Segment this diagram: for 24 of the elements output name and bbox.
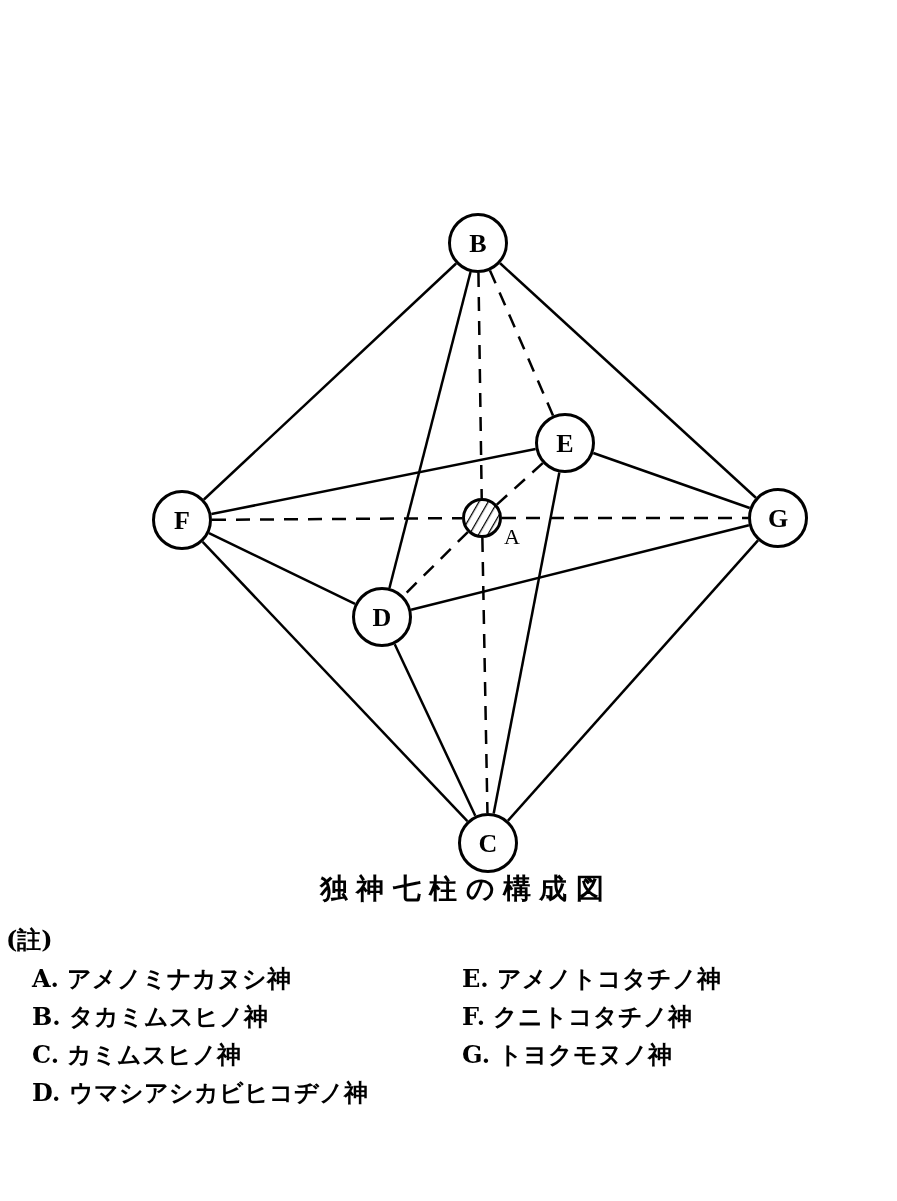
note-text: A. アメノミナカヌシ神 (32, 963, 293, 995)
caption: 独神七柱の構成図 (320, 871, 613, 907)
connector-line (499, 262, 757, 499)
connector-line (211, 447, 536, 516)
connector-line (388, 271, 472, 589)
connector-line (212, 516, 462, 522)
connector-line (481, 537, 489, 814)
connector-line (410, 524, 750, 611)
note-text: B. タカミムスヒノ神 (32, 1001, 269, 1033)
note-text: E. アメノトコタチノ神 (462, 963, 722, 995)
note-heading: (註) (6, 924, 53, 956)
connector-line (203, 262, 457, 501)
note-text: F. クニトコタチノ神 (462, 1001, 694, 1033)
connector-line (492, 472, 561, 814)
connector-line (496, 462, 544, 506)
connector-line (507, 539, 759, 822)
note-text: G. トヨクモヌノ神 (462, 1039, 674, 1071)
node-label: A (504, 526, 520, 548)
connector-line (502, 516, 748, 520)
note-text: C. カミムスヒノ神 (32, 1039, 243, 1071)
hatched-circle (462, 498, 502, 538)
connector-line (201, 540, 469, 823)
note-text: D. ウマシアシカビヒコヂノ神 (32, 1077, 369, 1109)
connector-line (477, 273, 483, 498)
